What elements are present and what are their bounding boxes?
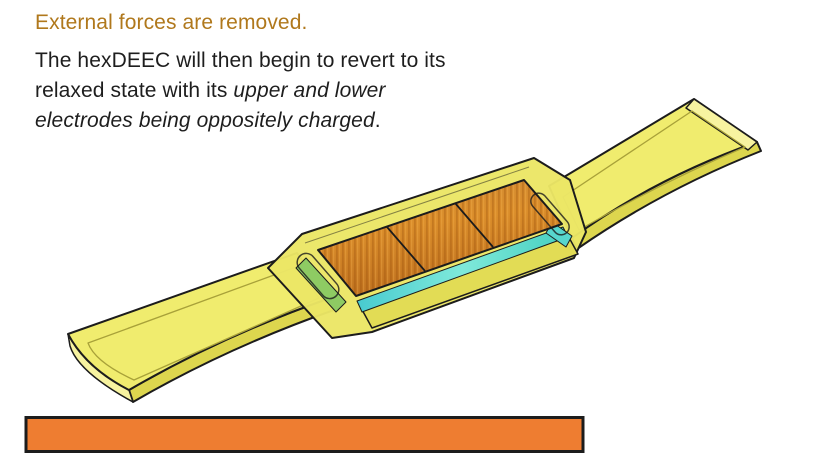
caption-body: The hexDEEC will then begin to revert to… (35, 46, 555, 136)
left-strap-top-surface (67, 252, 331, 391)
caption-line-1: The hexDEEC will then begin to revert to… (35, 49, 446, 72)
right-strap (548, 98, 762, 250)
left-strap (67, 252, 335, 403)
state-bar (24, 416, 585, 453)
caption-line-2-normal: relaxed state with its (35, 79, 234, 102)
caption-heading: External forces are removed. (35, 11, 308, 34)
left-strap-inner-contour (87, 266, 320, 381)
casing-left-pill-outline (296, 252, 340, 300)
caption-line-3-period: . (374, 109, 381, 132)
caption-line-3-italic: electrodes being oppositely charged (35, 109, 375, 132)
caption: External forces are removed. The hexDEEC… (35, 8, 555, 136)
right-strap-inner-contour (562, 110, 746, 231)
hexdeec-cell (267, 157, 587, 339)
caption-line-2-italic: upper and lower (233, 79, 386, 102)
top-electrode-panel-dividers (386, 202, 494, 272)
right-strap-tip-face (685, 98, 758, 151)
cell-casing-rim-line (304, 166, 530, 244)
casing-right-pill-outline (530, 192, 570, 236)
